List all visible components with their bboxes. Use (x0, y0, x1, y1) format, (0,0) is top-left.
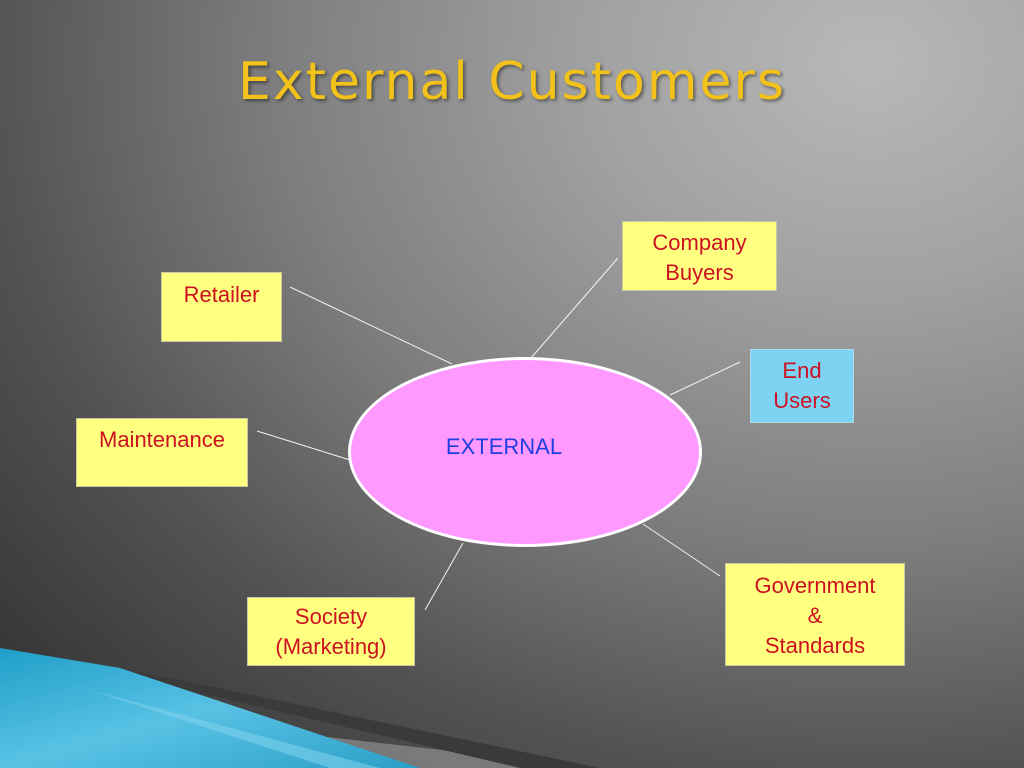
node-retailer: Retailer (161, 272, 282, 342)
connector-retailer (289, 286, 453, 365)
node-company-buyers-line-2: Buyers (665, 260, 734, 285)
node-maintenance-line-1: Maintenance (99, 427, 225, 452)
slide-title: External Customers (238, 52, 786, 112)
connector-maintenance (256, 430, 351, 461)
node-society-line-1: Society (294, 604, 368, 629)
node-society-line-2: (Marketing) (275, 634, 387, 659)
node-government-line-3: Standards (764, 633, 866, 658)
node-end-users: End Users (750, 349, 854, 423)
node-company-buyers: Company Buyers (622, 221, 777, 291)
node-retailer-line-1: Retailer (183, 282, 260, 307)
external-label: EXTERNAL (445, 434, 563, 459)
connector-end-users (669, 361, 741, 396)
node-maintenance: Maintenance (76, 418, 248, 487)
node-government-standards: Government & Standards (725, 563, 905, 666)
connector-society (424, 542, 464, 611)
node-society-marketing: Society (Marketing) (247, 597, 415, 666)
connector-company-buyers (530, 257, 619, 359)
node-company-buyers-line-1: Company (652, 230, 747, 255)
external-ellipse (348, 357, 702, 547)
node-end-users-line-1: End (782, 358, 822, 383)
connector-government (642, 523, 721, 577)
node-government-line-2: & (807, 603, 823, 628)
node-end-users-line-2: Users (773, 388, 831, 413)
node-government-line-1: Government (754, 573, 876, 598)
